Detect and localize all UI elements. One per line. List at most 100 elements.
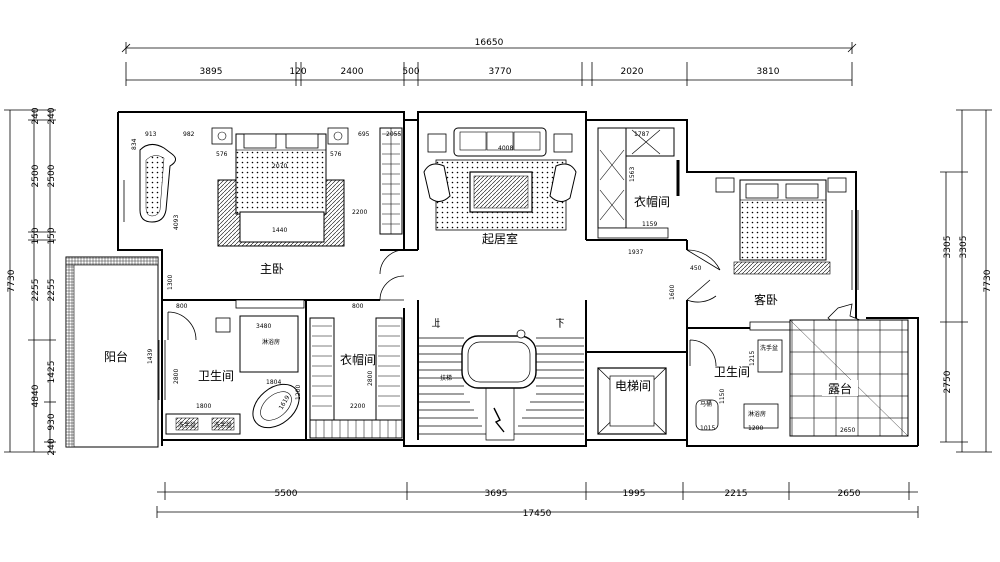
fixture-sink-left-1: 洗手盆: [178, 421, 196, 429]
master-bed: [211, 127, 349, 247]
bottom-total-dim: 17450: [523, 509, 552, 519]
dim-576a: 576: [216, 151, 228, 158]
dim-1800: 1800: [196, 403, 211, 410]
dim-2070: 2070: [272, 163, 287, 170]
dim-1215: 1215: [749, 351, 756, 366]
room-label-closet-lower: 衣帽间: [340, 352, 376, 367]
dim-4008: 4008: [498, 145, 513, 152]
right-seg-1: 3305: [943, 236, 953, 259]
top-seg-4: 500: [402, 67, 419, 77]
left-in-5: 4840: [31, 384, 41, 407]
top-seg-6: 2020: [621, 67, 644, 77]
dim-1787: 1787: [634, 131, 649, 138]
left-out-4: 2255: [47, 279, 57, 302]
elevator: [597, 367, 667, 435]
top-seg-7: 3810: [757, 67, 780, 77]
left-in-2: 2500: [31, 164, 41, 187]
dim-913: 913: [145, 131, 157, 138]
top-seg-2: 120: [289, 67, 306, 77]
terrace-label-bg: [822, 380, 858, 396]
dim-1300: 1300: [167, 275, 174, 290]
left-out-2: 2500: [47, 164, 57, 187]
dim-2800b: 2800: [367, 371, 374, 386]
right-seg-2: 2750: [943, 370, 953, 393]
left-in-4: 2255: [31, 279, 41, 302]
dim-450: 450: [690, 265, 702, 272]
dim-2055: 2055: [386, 131, 401, 138]
dim-4093: 4093: [173, 215, 180, 230]
living-sofa-set: [423, 127, 577, 231]
top-seg-3: 2400: [341, 67, 364, 77]
windows: [117, 180, 859, 400]
dim-1440: 1440: [272, 227, 287, 234]
bathroom-left: 淋浴房: [165, 299, 305, 435]
room-label-guest-bedroom: 客卧: [754, 292, 778, 307]
left-out-6: 930: [47, 413, 57, 430]
dim-800b: 800: [352, 303, 364, 310]
bathroom-right: [695, 321, 805, 431]
room-label-terrace: 露台: [828, 381, 852, 396]
room-label-living-room: 起居室: [482, 231, 518, 246]
room-label-closet-upper: 衣帽间: [634, 194, 670, 209]
stair-label-up: 上: [431, 318, 440, 329]
bottom-seg-2: 3695: [485, 489, 508, 499]
top-dimension-lines: [121, 42, 857, 86]
left-out-1: 240: [47, 107, 57, 124]
dim-834: 834: [131, 138, 138, 150]
fixture-shower-right: 淋浴房: [748, 410, 766, 418]
guest-bed: [715, 177, 861, 342]
dim-2650: 2650: [840, 427, 855, 434]
fixture-sink-right: 洗手盆: [760, 344, 778, 352]
dim-2200a: 2200: [352, 209, 367, 216]
left-in-3: 150: [31, 227, 41, 244]
master-wardrobe: [379, 127, 403, 235]
top-seg-5: 3770: [489, 67, 512, 77]
dim-695: 695: [358, 131, 370, 138]
dim-1804: 1804: [266, 379, 281, 386]
doors: [167, 249, 721, 367]
dim-576b: 576: [330, 151, 342, 158]
left-in-1: 240: [31, 107, 41, 124]
fixture-stair-label: 扶梯: [440, 374, 452, 382]
room-label-bathroom-right: 卫生间: [714, 365, 750, 379]
closet-upper: [597, 127, 680, 239]
bottom-seg-3: 1995: [623, 489, 646, 499]
dim-2200b: 2200: [350, 403, 365, 410]
left-out-5: 1425: [47, 361, 57, 384]
closet-lower: [309, 317, 403, 439]
right-inner: 3305: [959, 236, 969, 259]
top-seg-1: 3895: [200, 67, 223, 77]
dim-3480: 3480: [256, 323, 271, 330]
right-total-dim: 7730: [983, 269, 993, 292]
dim-1159: 1159: [642, 221, 657, 228]
top-total-dim: 16650: [475, 38, 504, 48]
left-out-7: 240: [47, 438, 57, 455]
room-label-balcony: 阳台: [104, 349, 128, 364]
fixture-sink-left-2: 洗手盆: [214, 421, 232, 429]
fixture-toilet: 马桶: [700, 400, 712, 408]
bottom-seg-5: 2650: [838, 489, 861, 499]
staircase: [418, 318, 584, 441]
stair-well: [461, 329, 537, 389]
bottom-dimension-lines: [156, 482, 919, 518]
dim-1439: 1439: [147, 349, 154, 364]
left-dimension-lines: [4, 109, 56, 453]
balcony: [65, 256, 159, 448]
dim-1150: 1150: [719, 389, 726, 404]
dim-1937: 1937: [628, 249, 643, 256]
bottom-seg-4: 2215: [725, 489, 748, 499]
stair-label-down: 下: [555, 319, 564, 329]
room-label-bathroom-left: 卫生间: [198, 369, 234, 383]
terrace: [789, 319, 909, 437]
dim-1563: 1563: [629, 167, 636, 182]
dim-1600: 1600: [669, 285, 676, 300]
right-dimension-lines: [940, 109, 992, 453]
master-chaise: [139, 144, 176, 223]
dim-1200a: 1200: [295, 385, 302, 400]
dim-1015: 1015: [700, 425, 715, 432]
left-total-dim: 7730: [7, 269, 17, 292]
room-label-elevator: 电梯间: [615, 379, 651, 393]
bottom-seg-1: 5500: [275, 489, 298, 499]
left-out-3: 150: [47, 227, 57, 244]
